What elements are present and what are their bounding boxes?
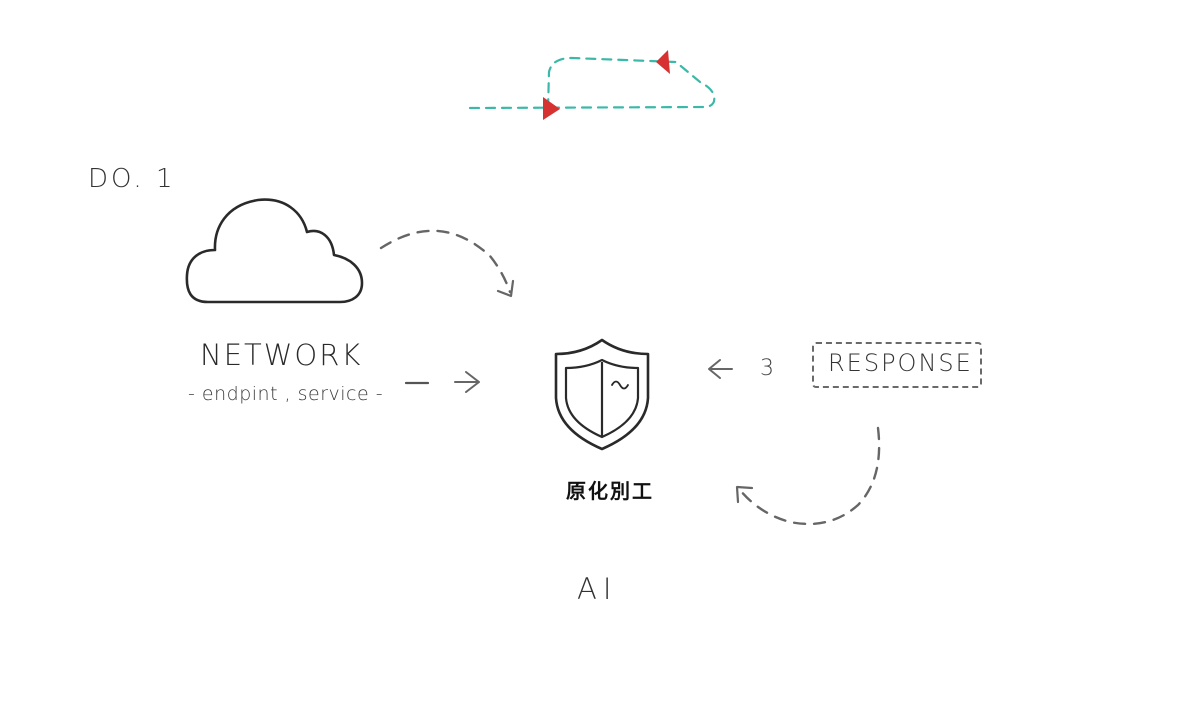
arrow-network-to-shield <box>404 371 480 393</box>
response-label: RESPONSE <box>828 349 973 377</box>
shield-icon <box>554 338 650 451</box>
top-loop <box>468 50 716 120</box>
loop-marker-right-icon <box>543 97 560 120</box>
top-loop-path <box>468 56 716 110</box>
ai-label: AI <box>577 572 618 606</box>
wave-icon <box>611 380 629 390</box>
loop-marker-left-icon <box>656 50 670 74</box>
response-box <box>812 342 982 388</box>
response-step-number: 3 <box>760 356 775 381</box>
network-subtitle: - endpint , service - <box>188 383 384 405</box>
arrowhead-icon <box>496 279 515 298</box>
arrow-cloud-to-shield <box>379 229 515 298</box>
arrow-response-loop <box>735 426 881 526</box>
step-label: DO. 1 <box>88 164 176 194</box>
arrow-response-to-shield <box>708 359 733 379</box>
network-title: NETWORK <box>200 338 363 372</box>
shield-caption: 原化別工 <box>566 479 654 503</box>
arrowhead-icon <box>735 485 754 504</box>
cloud-icon <box>185 198 364 304</box>
